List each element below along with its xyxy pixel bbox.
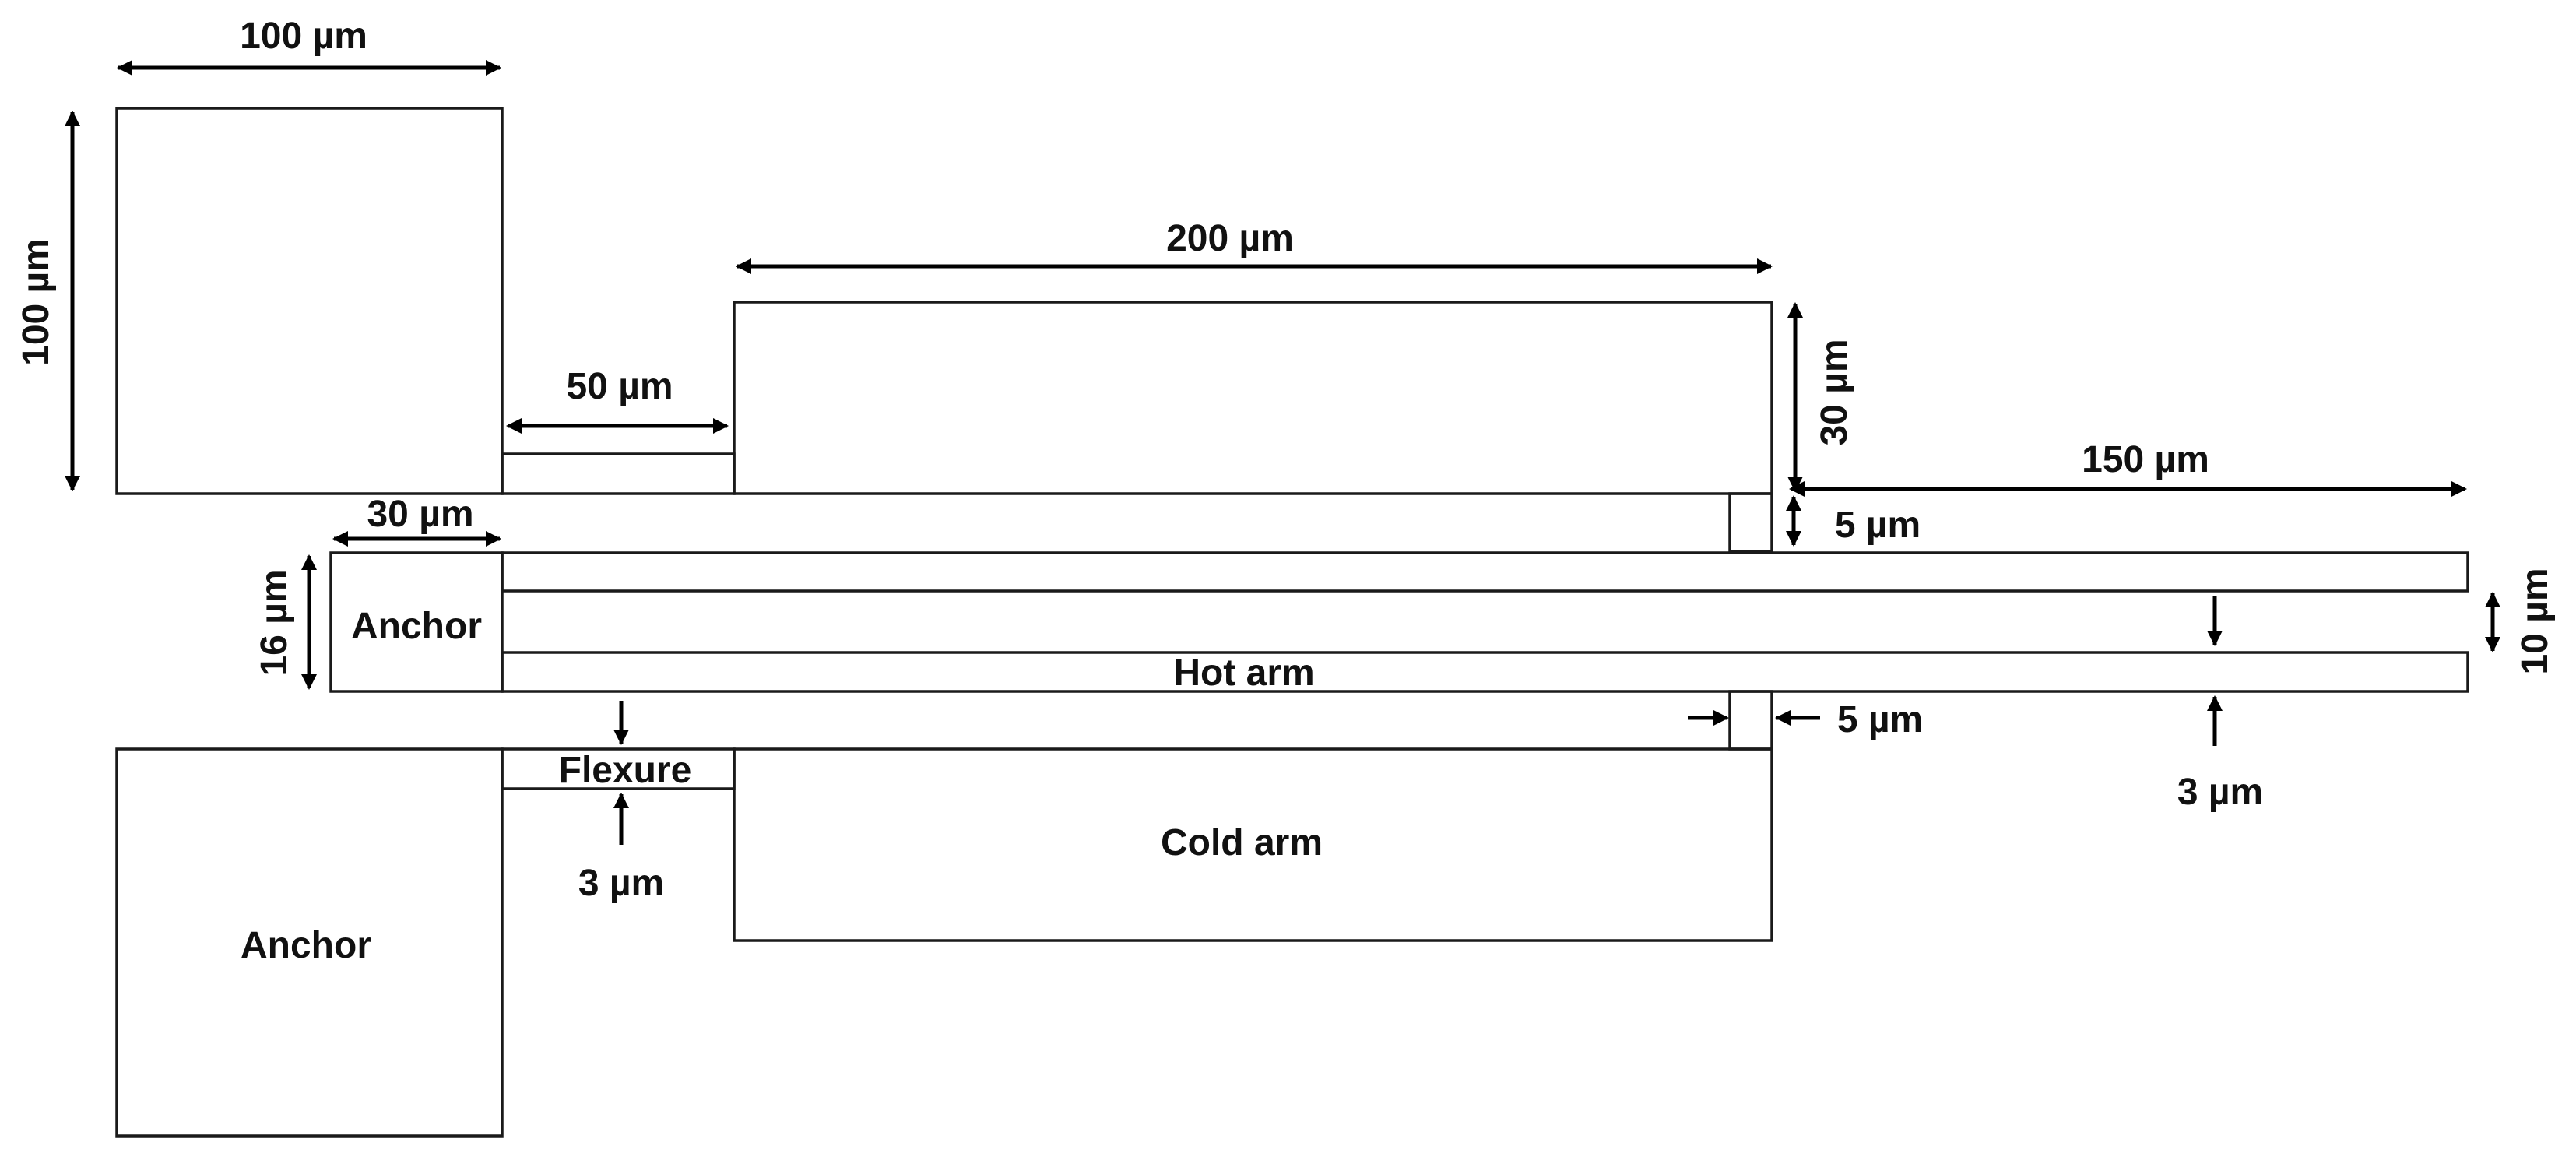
label-hot-extension: 150 µm	[2082, 439, 2209, 480]
top-anchor-pad	[115, 107, 504, 495]
top-cold-arm	[733, 301, 1773, 495]
top-connector	[1728, 492, 1773, 553]
label-gap-50: 50 µm	[566, 366, 673, 407]
label-hot-arm-width: 3 µm	[2177, 772, 2263, 813]
label-gap-5-top: 5 µm	[1835, 505, 1921, 546]
label-small-anchor-width: 30 µm	[367, 494, 473, 535]
label-flexure: Flexure	[559, 750, 692, 791]
upper-hot-arm	[501, 551, 2469, 593]
bottom-cold-arm	[733, 747, 1773, 942]
label-cold-top-length: 200 µm	[1166, 218, 1294, 259]
lower-hot-arm	[501, 651, 2469, 693]
label-top-anchor-height: 100 µm	[16, 238, 57, 366]
label-cold-top-height: 30 µm	[1814, 339, 1855, 445]
label-top-anchor-width: 100 µm	[240, 16, 367, 57]
label-cold-arm: Cold arm	[1161, 822, 1323, 863]
label-hot-gap: 10 µm	[2514, 568, 2556, 674]
top-flexure	[501, 452, 736, 495]
small-anchor	[329, 551, 504, 693]
label-flexure-width: 3 µm	[578, 863, 664, 904]
bottom-connector	[1728, 690, 1773, 751]
label-bottom-anchor: Anchor	[241, 925, 371, 966]
label-hot-arm: Hot arm	[1173, 652, 1314, 694]
bottom-anchor-pad	[115, 747, 504, 1138]
label-gap-5-bottom: 5 µm	[1837, 699, 1923, 740]
label-small-anchor: Anchor	[351, 606, 482, 647]
label-small-anchor-height: 16 µm	[254, 569, 295, 676]
